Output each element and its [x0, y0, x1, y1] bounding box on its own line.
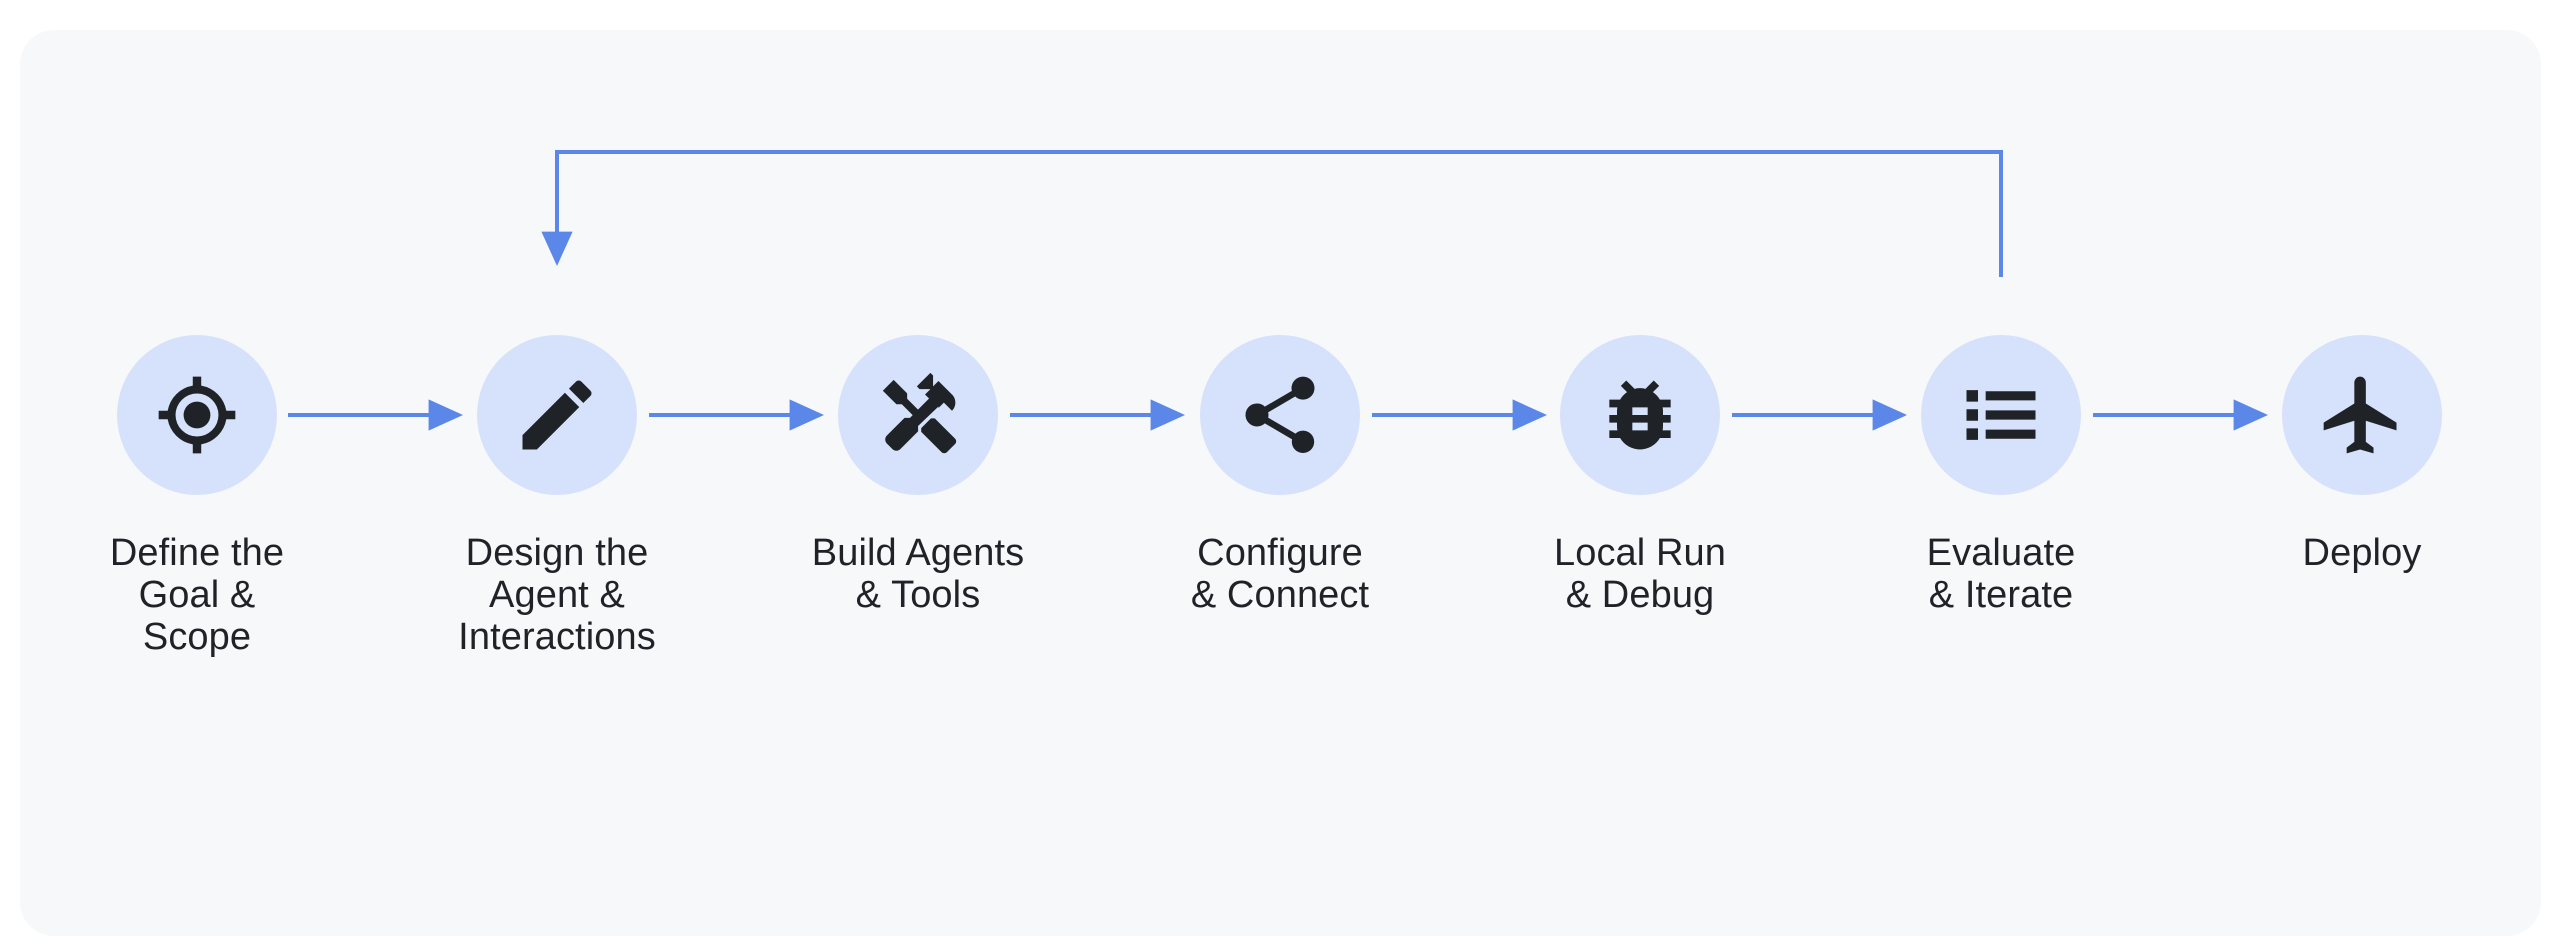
pencil-icon — [511, 369, 603, 461]
step-node-configure-connect[interactable]: Configure & Connect — [1130, 335, 1430, 617]
step-label: Define the Goal & Scope — [109, 532, 285, 658]
step-node-design-agent-interactions[interactable]: Design the Agent & Interactions — [407, 335, 707, 658]
step-icon-circle[interactable] — [117, 335, 277, 495]
step-node-evaluate-iterate[interactable]: Evaluate & Iterate — [1851, 335, 2151, 617]
step-label: Design the Agent & Interactions — [458, 532, 656, 658]
step-icon-circle[interactable] — [838, 335, 998, 495]
step-icon-circle[interactable] — [2282, 335, 2442, 495]
step-label: Deploy — [2302, 532, 2422, 574]
step-icon-circle[interactable] — [477, 335, 637, 495]
step-icon-circle[interactable] — [1200, 335, 1360, 495]
step-icon-circle[interactable] — [1921, 335, 2081, 495]
target-icon — [151, 369, 243, 461]
airplane-icon — [2316, 369, 2408, 461]
step-label: Build Agents & Tools — [811, 532, 1025, 616]
step-node-deploy[interactable]: Deploy — [2212, 335, 2512, 575]
share-icon — [1234, 369, 1326, 461]
step-node-local-run-debug[interactable]: Local Run & Debug — [1490, 335, 1790, 617]
bug-icon — [1594, 369, 1686, 461]
tools-icon — [872, 369, 964, 461]
list-icon — [1955, 369, 2047, 461]
step-node-build-agents-tools[interactable]: Build Agents & Tools — [768, 335, 1068, 617]
step-icon-circle[interactable] — [1560, 335, 1720, 495]
step-label: Local Run & Debug — [1553, 532, 1726, 616]
step-label: Evaluate & Iterate — [1926, 532, 2076, 616]
step-node-define-goal-scope[interactable]: Define the Goal & Scope — [47, 335, 347, 658]
step-label: Configure & Connect — [1190, 532, 1370, 616]
